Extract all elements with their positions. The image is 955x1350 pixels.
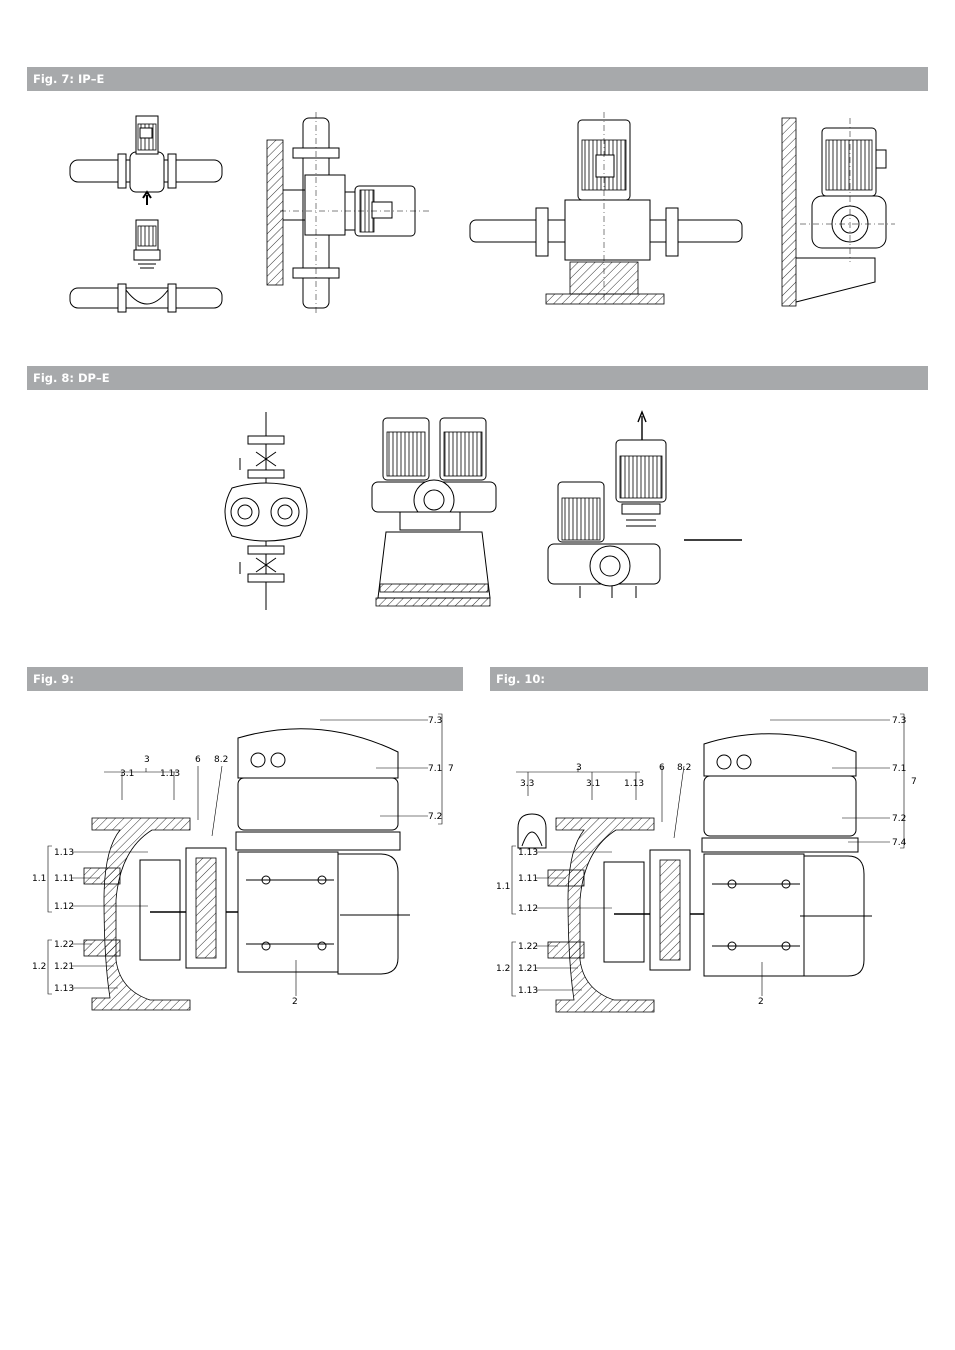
fig9-label-7-2: 7.2 <box>428 812 442 822</box>
fig9-label-1-2: 1.2 <box>32 962 46 972</box>
fig10-label-7: 7 <box>911 777 917 787</box>
fig10-label-1-13-top: 1.13 <box>624 779 644 789</box>
fig10-label-2: 2 <box>758 997 764 1007</box>
fig9-label-1-13-top: 1.13 <box>160 769 180 779</box>
fig8-double-pump-motor-removal-view <box>547 410 742 598</box>
fig8-double-pump-top-view <box>224 412 308 610</box>
fig9-title: Fig. 9: <box>33 672 75 686</box>
fig10-label-6: 6 <box>659 763 665 773</box>
fig9-label-1-21: 1.21 <box>54 962 74 972</box>
fig10-label-7-4: 7.4 <box>892 838 907 848</box>
fig10-label-3: 3 <box>576 763 582 773</box>
fig10-label-1-21: 1.21 <box>518 964 538 974</box>
fig7-wall-mounted-horizontal-drawing <box>266 112 430 315</box>
fig10-title: Fig. 10: <box>496 672 546 686</box>
fig8-title: Fig. 8: DP–E <box>33 371 110 385</box>
fig7-wall-mounted-vertical-drawing <box>781 117 895 307</box>
fig10-label-3-1: 3.1 <box>586 779 600 789</box>
fig9-label-1-13b: 1.13 <box>54 984 74 994</box>
fig10-label-7-1: 7.1 <box>892 764 906 774</box>
fig10-label-1-13a: 1.13 <box>518 848 538 858</box>
fig9-label-8-2: 8.2 <box>214 755 228 765</box>
fig9-label-3-1: 3.1 <box>120 769 134 779</box>
fig10-title-bar: Fig. 10: <box>490 667 928 691</box>
fig9-label-7-1: 7.1 <box>428 764 442 774</box>
fig10-label-1-11: 1.11 <box>518 874 538 884</box>
fig8-title-bar: Fig. 8: DP–E <box>27 366 928 390</box>
fig9-label-2: 2 <box>292 997 298 1007</box>
fig10-label-1-12: 1.12 <box>518 904 538 914</box>
fig7-title: Fig. 7: IP–E <box>33 72 105 86</box>
fig10-sectional-drawing <box>511 713 905 1013</box>
fig7-inline-pump-drawing <box>69 115 223 313</box>
fig9-title-bar: Fig. 9: <box>27 667 463 691</box>
fig9-label-1-22: 1.22 <box>54 940 74 950</box>
fig10-label-1-1: 1.1 <box>496 882 510 892</box>
fig10-label-1-13b: 1.13 <box>518 986 538 996</box>
fig9-callouts: 3 3.1 1.13 6 8.2 7.3 7.1 7 7.2 1.13 1.1 … <box>32 716 454 1007</box>
fig10-label-8-2: 8.2 <box>677 763 691 773</box>
fig10-label-7-3: 7.3 <box>892 716 906 726</box>
fig9-label-7-3: 7.3 <box>428 716 442 726</box>
fig9-label-1-13a: 1.13 <box>54 848 74 858</box>
fig9-sectional-drawing <box>47 713 443 1011</box>
fig7-vertical-pump-on-base-drawing <box>469 112 743 305</box>
fig9-label-3: 3 <box>144 755 150 765</box>
fig9-label-6: 6 <box>195 755 201 765</box>
fig10-label-7-2: 7.2 <box>892 814 906 824</box>
fig10-label-1-2: 1.2 <box>496 964 510 974</box>
fig10-label-3-3: 3.3 <box>520 779 534 789</box>
fig10-label-1-22: 1.22 <box>518 942 538 952</box>
fig9-label-7: 7 <box>448 764 454 774</box>
fig9-label-1-1: 1.1 <box>32 874 46 884</box>
fig8-double-pump-front-view <box>371 417 497 607</box>
fig9-label-1-11: 1.11 <box>54 874 74 884</box>
fig10-callouts: 3 3.3 3.1 1.13 6 8.2 7.3 7.1 7 7.2 7.4 1… <box>496 716 917 1007</box>
fig7-title-bar: Fig. 7: IP–E <box>27 67 928 91</box>
fig9-label-1-12: 1.12 <box>54 902 74 912</box>
